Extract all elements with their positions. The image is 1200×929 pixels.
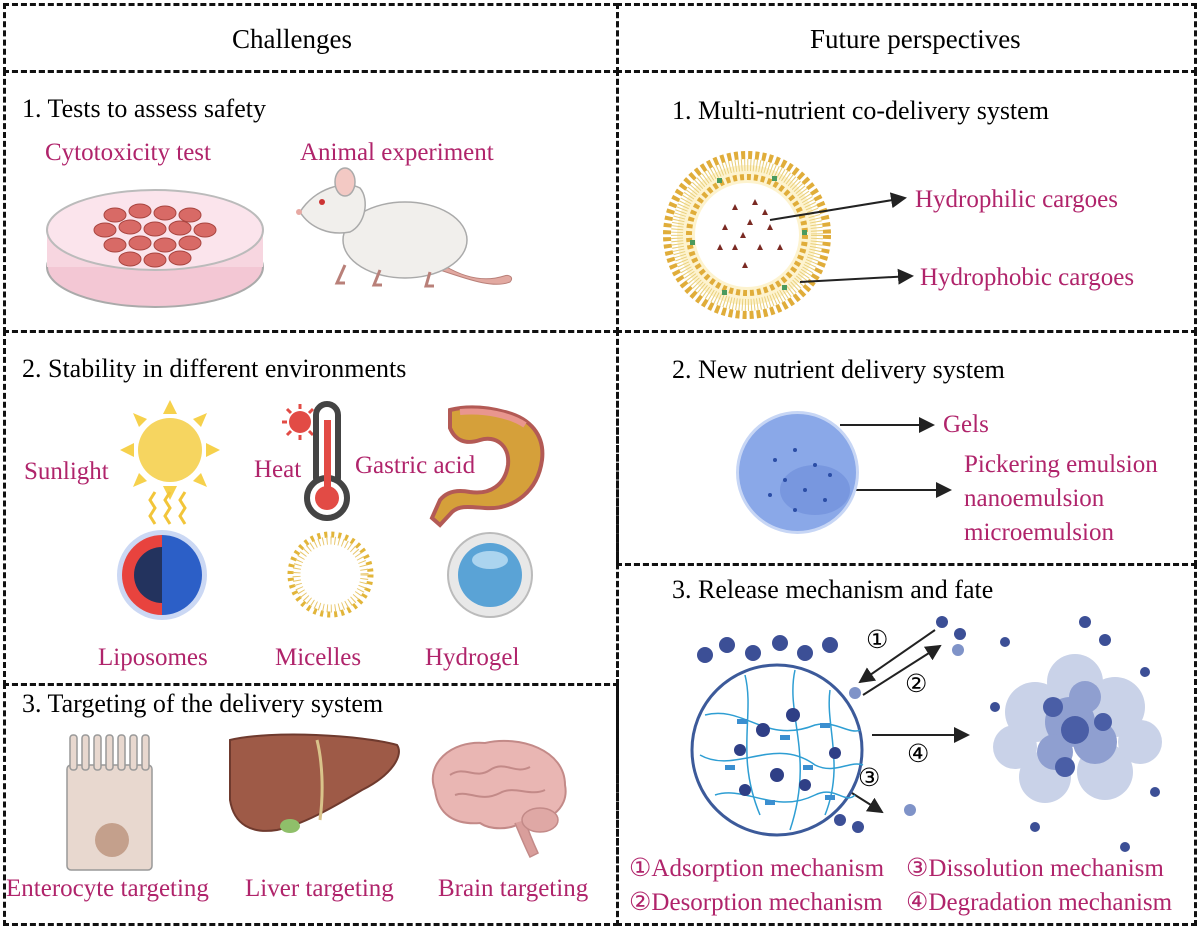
microemulsion-label: microemulsion [964,519,1114,546]
stomach-icon [429,405,545,528]
brain-targeting-label: Brain targeting [438,875,589,902]
brain-icon [432,739,567,859]
liposomes-label: Liposomes [98,644,208,671]
hydrogel-icon [447,532,533,618]
newsystem-title: 2. New nutrient delivery system [672,355,1005,384]
emulsion-droplet-icon [736,411,859,534]
liver-targeting-label: Liver targeting [245,875,394,902]
liposome-cargo-icon [663,151,831,319]
nanoemulsion-label: nanoemulsion [964,485,1105,512]
petri-dish-icon [46,189,264,308]
step-4-label: ④ [907,741,930,768]
enterocyte-targeting-label: Enterocyte targeting [6,875,209,902]
pickering-label: Pickering emulsion [964,451,1158,478]
gastric-acid-label: Gastric acid [355,452,476,479]
targeting-title: 3. Targeting of the delivery system [22,689,384,718]
rat-icon [296,167,513,288]
micelle-icon [287,531,374,618]
desorption-mechanism-label: ②Desorption mechanism [629,889,883,916]
hydrophilic-label: Hydrophilic cargoes [915,186,1118,213]
step-1-label: ① [866,627,889,654]
release-box [616,563,1197,926]
release-title: 3. Release mechanism and fate [672,575,994,604]
step-2-label: ② [905,671,928,698]
liver-icon [229,733,400,833]
header-challenges: Challenges [232,24,352,54]
gels-label: Gels [943,411,989,438]
degradation-cloud-icon [990,616,1162,852]
dissolution-mechanism-label: ③Dissolution mechanism [906,855,1164,882]
safety-title: 1. Tests to assess safety [22,94,266,123]
adsorption-mechanism-label: ①Adsorption mechanism [629,855,885,882]
liposome-icon [117,530,207,620]
micelles-label: Micelles [275,644,362,671]
heat-label: Heat [254,456,302,483]
header-future-perspectives: Future perspectives [810,24,1021,54]
codelivery-title: 1. Multi-nutrient co-delivery system [672,96,1049,125]
hydrophobic-label: Hydrophobic cargoes [920,264,1135,291]
enterocyte-icon [66,734,153,871]
degradation-mechanism-label: ④Degradation mechanism [906,889,1173,916]
hydrogel-network-icon [690,635,864,837]
thermometer-icon [282,401,350,521]
step-3-label: ③ [858,765,881,792]
sunlight-label: Sunlight [24,458,109,485]
cytotoxicity-label: Cytotoxicity test [45,139,211,166]
animal-label: Animal experiment [300,139,494,166]
hydrogel-label: Hydrogel [425,644,520,671]
sun-icon [120,400,220,525]
released-particles-icon [834,616,966,833]
stability-title: 2. Stability in different environments [22,354,407,383]
